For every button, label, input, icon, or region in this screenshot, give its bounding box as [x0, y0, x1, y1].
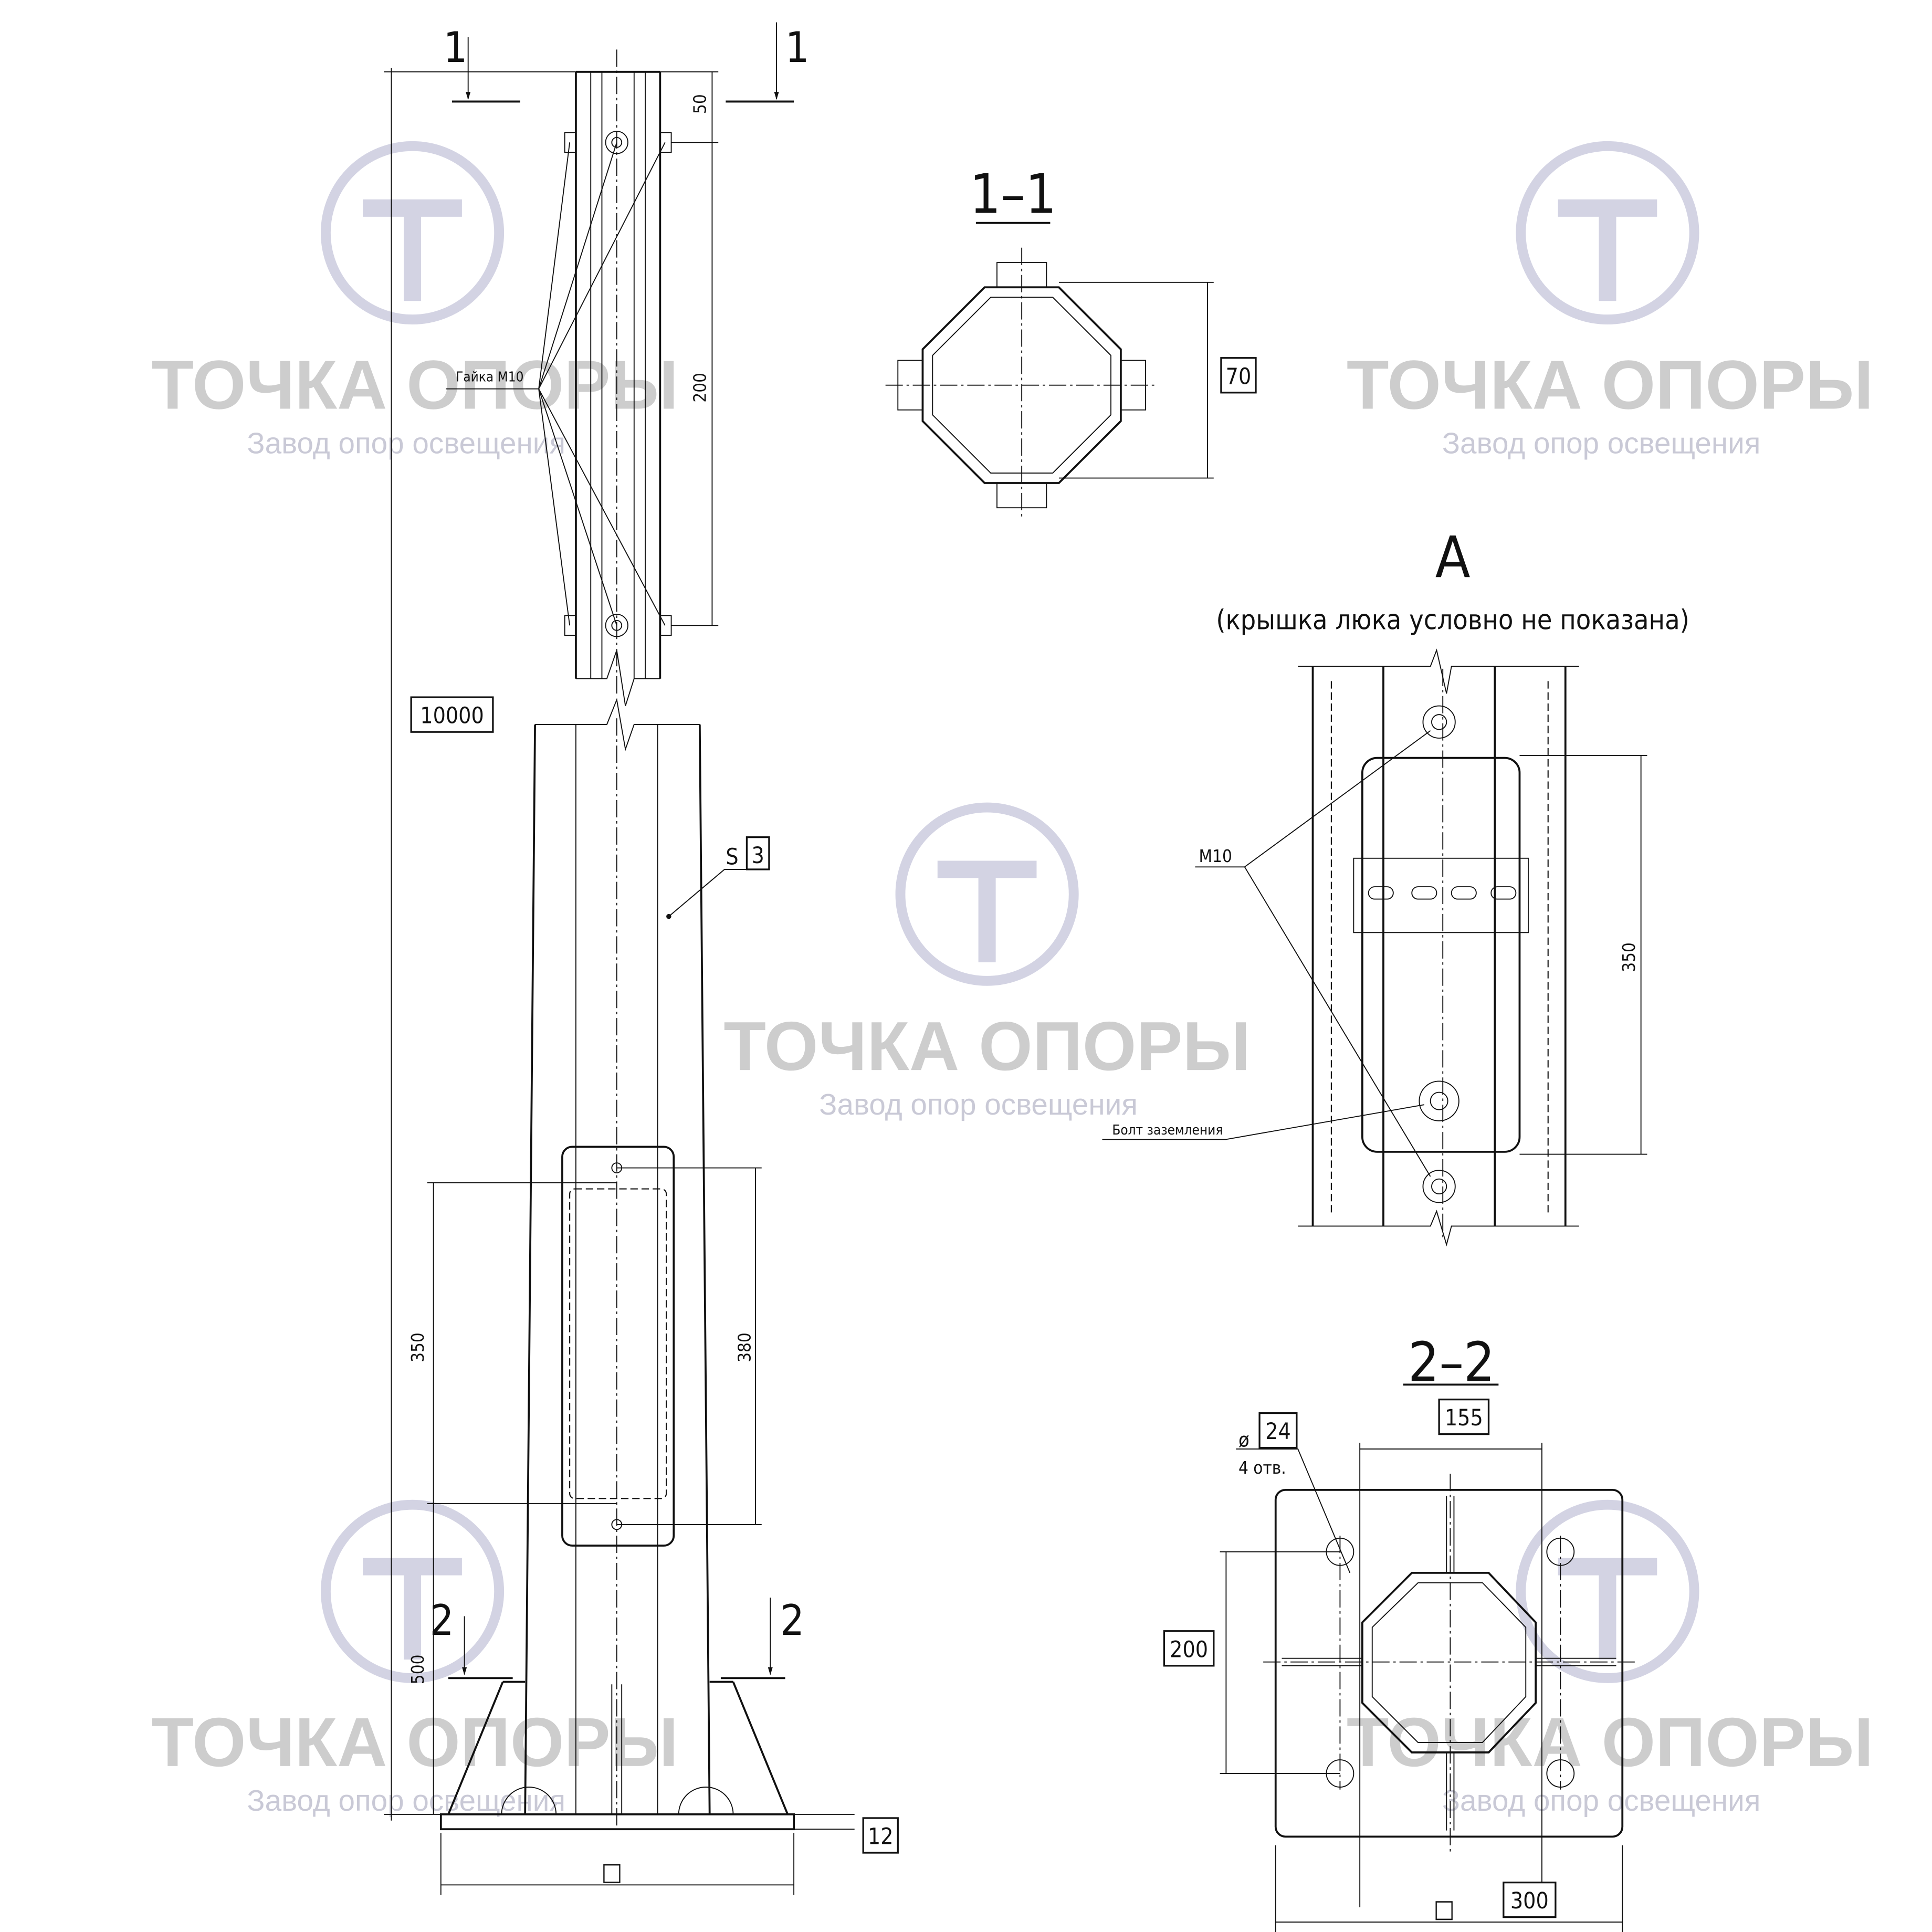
- watermark: ТОЧКА ОПОРЫ Завод опор освещения ТОЧКА О…: [151, 141, 1874, 1817]
- title-text: 2–2: [1408, 1331, 1495, 1394]
- hole-symbol-text: ø: [1238, 1428, 1250, 1451]
- dim-side-text: 200: [1170, 1637, 1208, 1663]
- subtitle-text: Завод опор освещения: [819, 1088, 1138, 1121]
- total-height-text: 10000: [420, 704, 484, 729]
- subtitle-text: Завод опор освещения: [1442, 426, 1761, 459]
- plate-thickness-text: 12: [868, 1824, 894, 1850]
- section1-mark-text: 1: [785, 23, 810, 72]
- width-text: 70: [1226, 364, 1252, 390]
- brand-text: ТОЧКА ОПОРЫ: [1347, 345, 1874, 423]
- wall-thickness-text: 3: [752, 843, 764, 869]
- base-height-text: 500: [407, 1655, 428, 1685]
- brand-text: ТОЧКА ОПОРЫ: [151, 345, 678, 423]
- section2-mark-text: 2: [780, 1596, 804, 1645]
- hole-count-text: 4 отв.: [1238, 1457, 1286, 1478]
- hole-diameter-text: 24: [1265, 1419, 1291, 1445]
- section-2-2: 2–2 155 200 300 □ ø 24 4 отв.: [1163, 1331, 1635, 1932]
- door-dim-outer-text: 350: [407, 1332, 428, 1362]
- square-symbol-text: □: [601, 1857, 622, 1886]
- door-dim-inner-text: 380: [734, 1332, 755, 1362]
- wall-symbol-text: S: [726, 845, 738, 870]
- ground-label-text: Болт заземления: [1112, 1122, 1223, 1138]
- brand-text: ТОЧКА ОПОРЫ: [1347, 1703, 1874, 1781]
- pole-elevation-view: Гайка М10 1 1 50 200 10000 S 3 350 380 5…: [384, 22, 899, 1895]
- dim-text: 350: [1619, 942, 1639, 972]
- note-text: (крышка люка условно не показана): [1216, 604, 1689, 636]
- title-text: А: [1435, 524, 1471, 591]
- brand-text: ТОЧКА ОПОРЫ: [723, 1007, 1251, 1085]
- subtitle-text: Завод опор освещения: [1442, 1784, 1761, 1817]
- subtitle-text: Завод опор освещения: [247, 1784, 565, 1817]
- detail-a: А (крышка люка условно не показана) М10 …: [1102, 524, 1689, 1247]
- subtitle-text: Завод опор освещения: [247, 426, 565, 459]
- title-text: 1–1: [970, 163, 1056, 226]
- dim-top-text: 50: [690, 94, 710, 114]
- plate-size-text: 300: [1510, 1888, 1549, 1914]
- bolt-spacing-text: 155: [1445, 1405, 1483, 1431]
- bolt-label-text: М10: [1199, 846, 1232, 866]
- square-symbol-text: □: [1434, 1895, 1455, 1924]
- brand-text: ТОЧКА ОПОРЫ: [151, 1703, 678, 1781]
- section1-mark-text: 1: [444, 23, 468, 72]
- section2-mark-text: 2: [430, 1596, 454, 1645]
- dim-nut-spacing-text: 200: [690, 373, 710, 403]
- nut-label: Гайка М10: [456, 370, 523, 385]
- section-1-1: 1–1 70: [885, 163, 1257, 520]
